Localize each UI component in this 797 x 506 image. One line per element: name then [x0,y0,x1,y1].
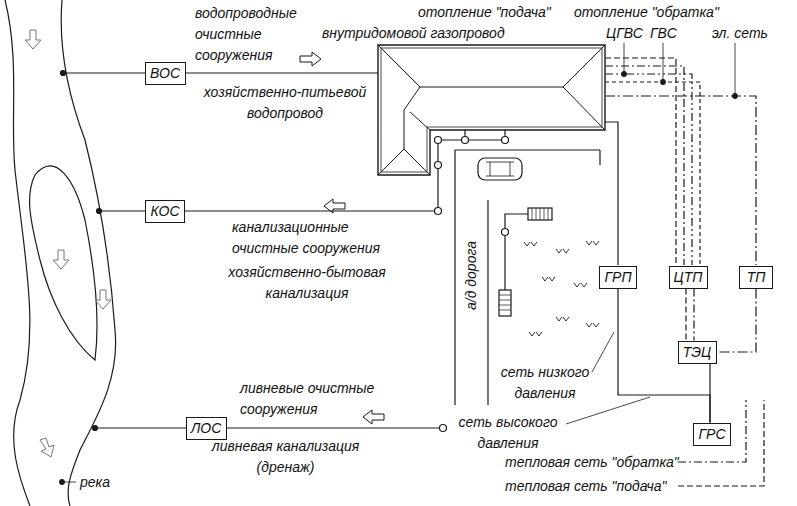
network-line [693,289,694,341]
storm-manhole [502,229,509,236]
box-label: ЦТП [674,268,703,286]
lawn-marks [524,241,599,336]
text-label: ЦГВС [606,23,643,44]
lawn-mark [574,283,587,287]
lawn-mark [586,323,599,327]
building-eaves [381,48,602,172]
lawn-mark [524,242,537,246]
leader-lines [624,43,735,96]
car [478,158,522,180]
outfall-dot [97,209,102,214]
text-label: сеть высокого давления [452,412,564,454]
network-line [717,289,757,353]
facility-box: ТЭЦ [678,341,717,364]
storm-grate [499,290,511,316]
text-label: сеть низкого давления [495,362,595,404]
river-bank [5,0,30,506]
text-label: отопление "подача" [418,2,551,23]
river-island [30,166,97,360]
flow-arrows [25,30,111,457]
flow-arrow-hollow [324,199,345,213]
road-edges [455,150,600,405]
facility-box: ГРП [599,266,637,289]
leader-dots [622,72,738,99]
circulation-hot-water-wire [605,74,692,265]
facility-box: ЛОС [186,417,227,440]
box-label: ВОС [150,64,180,82]
water-pipe [63,72,378,73]
facility-box: КОС [145,200,185,223]
text-label: ливневые очистные сооружения [240,378,382,420]
text-label: тепловая сеть "подача" [505,476,667,497]
storm-manhole [440,425,447,432]
gas-pipe [605,122,618,265]
text-label: водопроводные очистные сооружения [195,3,305,66]
building-outline [378,45,605,175]
storm-pipe [505,214,528,290]
intake-dot [61,71,66,76]
text-label: канализационные очистные сооружения [232,217,384,259]
lawn-mark [556,249,569,253]
grate-bars [499,208,548,310]
text-label: ГВС [650,23,677,44]
leader-dot [60,480,65,485]
text-label: ливневая канализация (дренаж) [198,436,373,478]
text-label: хозяйственно-бытовая канализация [222,262,392,304]
lawn-mark [542,277,555,281]
text-label: тепловая сеть "обратка" [505,452,679,473]
power-wire [605,96,756,265]
flow-arrow-hollow [363,410,384,424]
box-label: КОС [150,202,179,220]
lawn-mark [586,241,599,245]
text-label: хозяйственно-питьевой водопровод [200,82,370,124]
facility-box: ТП [739,266,773,289]
facility-box: ВОС [145,62,186,85]
text-label: река [80,472,110,493]
network-line [709,364,710,423]
river-bank [61,0,115,506]
heat-return-line [678,400,746,462]
road-label: а/д дорога [461,241,482,310]
leader-line [592,332,614,372]
car-detail [486,162,514,176]
facility-box: ЦТП [669,266,708,289]
text-label: внутридомовой газопровод [322,23,505,44]
roof-lines [378,45,605,175]
box-label: ТП [747,268,766,286]
text-label: отопление "обратка" [574,2,719,23]
lawn-mark [529,332,542,336]
outfall-dot [93,426,98,431]
box-label: ГРП [604,268,631,286]
facility-box: ГРС [693,423,731,446]
manholes [435,137,509,215]
heat-supply-line [678,400,764,486]
hot-water-wire [605,82,700,265]
leader-line [566,397,650,424]
storm-pipe [95,427,439,428]
network-line [685,289,686,341]
box-label: ГРС [698,425,725,443]
lawn-mark [556,317,569,321]
text-label: эл. сеть [712,23,768,44]
box-label: ТЭЦ [683,343,711,361]
heating-supply-wire [605,58,676,265]
box-label: ЛОС [191,419,222,437]
flow-arrow-hollow [300,52,321,66]
